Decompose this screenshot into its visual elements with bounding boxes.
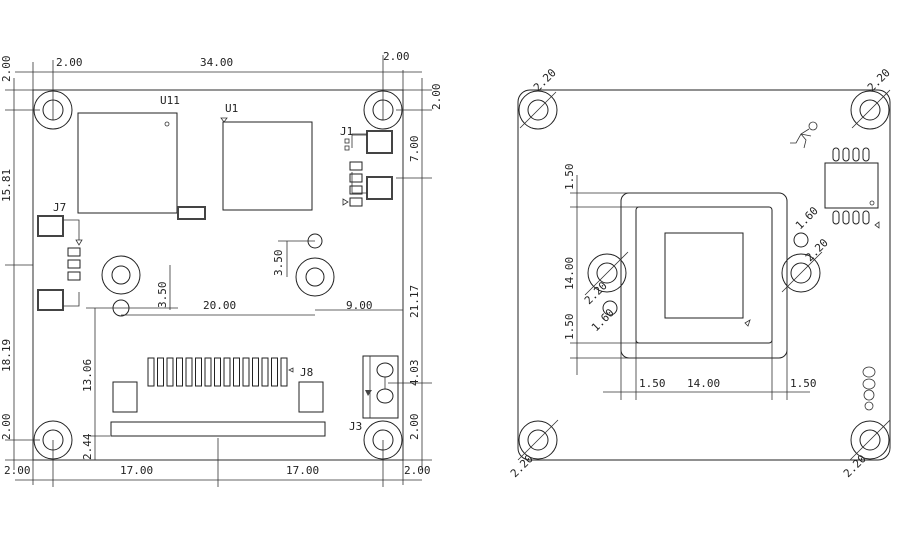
diode-component [177, 206, 206, 220]
u11-label: U11 [160, 94, 180, 107]
u11-chip [77, 112, 178, 214]
chip-pin [862, 147, 870, 162]
chip-pin [832, 147, 840, 162]
j8-pin [185, 357, 193, 387]
dim-left-bottom: 2.00 [0, 414, 13, 441]
j3-label: J3 [349, 420, 362, 433]
chip-pin [852, 210, 860, 225]
board-outline [32, 89, 404, 461]
dim-h-left: 1.50 [639, 377, 666, 390]
dim-bottom-left-edge: 2.00 [4, 464, 31, 477]
dim-hole-to-edge: 9.00 [346, 299, 373, 312]
right-board-view: 2.20 2.20 2.20 2.20 2.20 2.20 1.60 1.60 … [508, 66, 893, 480]
inner-hole-left [101, 255, 141, 317]
j8-pin [166, 357, 174, 387]
mounting-hole-tl [518, 90, 558, 130]
dim-v-top: 1.50 [563, 164, 576, 191]
mounting-hole-bl [517, 419, 559, 461]
mounting-hole-br [849, 419, 891, 461]
dim-pin-left: 1.60 [589, 306, 617, 334]
dim-j8-height: 13.06 [81, 359, 94, 392]
j8-pin [280, 357, 288, 387]
chip-pin [842, 210, 850, 225]
eeprom-chip [824, 147, 880, 229]
image-sensor [664, 232, 744, 319]
dim-h-mid: 14.00 [687, 377, 720, 390]
dim-right-top: 2.00 [430, 84, 443, 111]
j8-pin [195, 357, 202, 387]
dim-v-bottom: 1.50 [563, 314, 576, 341]
mounting-hole-tr [850, 89, 891, 130]
board-outline-back [517, 89, 891, 461]
chip-pin [852, 147, 860, 162]
j8-label: J8 [300, 366, 313, 379]
dim-right-j3: 4.03 [408, 360, 421, 387]
dim-right-bottom: 2.00 [408, 414, 421, 441]
dim-h-right: 1.50 [790, 377, 817, 390]
dim-top-left: 2.00 [56, 56, 83, 69]
chip-pin [832, 210, 840, 225]
dim-v-mid: 14.00 [563, 257, 576, 290]
test-pads [862, 366, 876, 411]
dim-bottom-left: 17.00 [120, 464, 153, 477]
j7-connector: J7 [37, 201, 83, 311]
j8-pin [157, 357, 164, 387]
dim-left-upper: 15.81 [0, 169, 13, 202]
dim-left-lower: 18.19 [0, 339, 13, 372]
chip-pin [842, 147, 850, 162]
j8-pin [204, 357, 212, 387]
j7-label: J7 [53, 201, 66, 214]
dim-hole-br: 2.20 [841, 452, 869, 480]
dim-hole-offset-left: 3.50 [156, 282, 169, 309]
j8-pin [147, 357, 155, 387]
dim-left-top: 2.00 [0, 56, 13, 83]
dim-right-mid: 21.17 [408, 285, 421, 318]
j8-pin [223, 357, 231, 387]
runner-icon [790, 121, 818, 149]
mid-hole-left [584, 251, 629, 316]
dim-top-right: 2.00 [383, 50, 410, 63]
dim-pin-right: 1.60 [793, 204, 821, 232]
left-board-view: U11 U1 J1 J7 [0, 50, 443, 487]
dim-hole-offset-right: 3.50 [272, 250, 285, 277]
u1-label: U1 [225, 102, 238, 115]
j8-pin [252, 357, 259, 387]
sensor-outer-keepout [620, 192, 788, 359]
sensor-inner-keepout [635, 206, 773, 344]
dim-hole-bl: 2.20 [508, 452, 536, 480]
u1-chip [222, 121, 313, 211]
chip-pin [862, 210, 870, 225]
j8-pin [176, 357, 183, 387]
dim-top-total: 34.00 [200, 56, 233, 69]
j8-pin [261, 357, 269, 387]
j8-pin [214, 357, 221, 387]
dim-bottom-right-edge: 2.00 [404, 464, 431, 477]
j8-pin [242, 357, 250, 387]
j3-connector: J3 [349, 355, 399, 433]
j8-pin [233, 357, 240, 387]
right-dimension-lines [570, 175, 810, 400]
j1-connector: J1 [340, 125, 393, 207]
dim-hole-span: 20.00 [203, 299, 236, 312]
j8-pin [271, 357, 278, 387]
dim-right-j1: 7.00 [408, 136, 421, 163]
j8-connector: J8 [110, 357, 326, 437]
dim-j8-offset: 2.44 [81, 433, 94, 460]
left-dimension-lines [5, 55, 432, 487]
dim-bottom-right: 17.00 [286, 464, 319, 477]
dim-mid-hole-right: 2.20 [803, 236, 831, 264]
mid-hole-right [781, 232, 823, 293]
inner-hole-right [295, 233, 335, 297]
j1-label: J1 [340, 125, 353, 138]
